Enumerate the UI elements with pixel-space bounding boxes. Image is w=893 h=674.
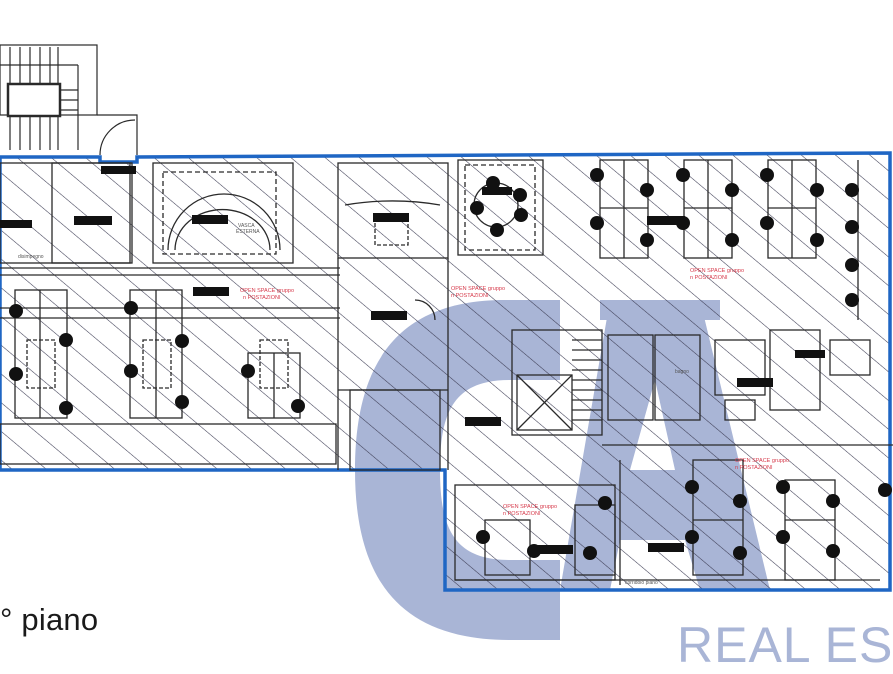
label-corridoio: corridoio piano bbox=[625, 580, 658, 586]
floor-caption: ° piano bbox=[0, 602, 99, 637]
svg-text:n POSTAZIONI: n POSTAZIONI bbox=[735, 465, 773, 471]
label-bars bbox=[0, 166, 825, 554]
label-vasca: VASCA bbox=[238, 223, 255, 229]
label-bagno: bagno bbox=[675, 369, 689, 375]
label-disimpegno: disimpegno bbox=[18, 254, 44, 260]
svg-text:n POSTAZIONI: n POSTAZIONI bbox=[451, 293, 489, 299]
svg-text:ESTERNA: ESTERNA bbox=[236, 229, 260, 235]
label-open-space-center: OPEN SPACE gruppo bbox=[451, 286, 505, 292]
room-labels: OPEN SPACE gruppo n POSTAZIONI OPEN SPAC… bbox=[18, 223, 789, 586]
svg-text:n POSTAZIONI: n POSTAZIONI bbox=[503, 511, 541, 517]
svg-text:n POSTAZIONI: n POSTAZIONI bbox=[690, 275, 728, 281]
stairwell-external bbox=[0, 44, 138, 156]
label-open-space-top-right: OPEN SPACE gruppo bbox=[690, 268, 744, 274]
label-open-space-left: OPEN SPACE gruppo bbox=[240, 288, 294, 294]
watermark-brand-text: REAL EST bbox=[677, 617, 893, 673]
label-open-space-bottom-left: OPEN SPACE gruppo bbox=[503, 504, 557, 510]
label-open-space-bottom-right: OPEN SPACE gruppo bbox=[735, 458, 789, 464]
chairs bbox=[9, 168, 892, 560]
svg-text:n POSTAZIONI: n POSTAZIONI bbox=[243, 295, 281, 301]
floor-area bbox=[0, 151, 892, 592]
